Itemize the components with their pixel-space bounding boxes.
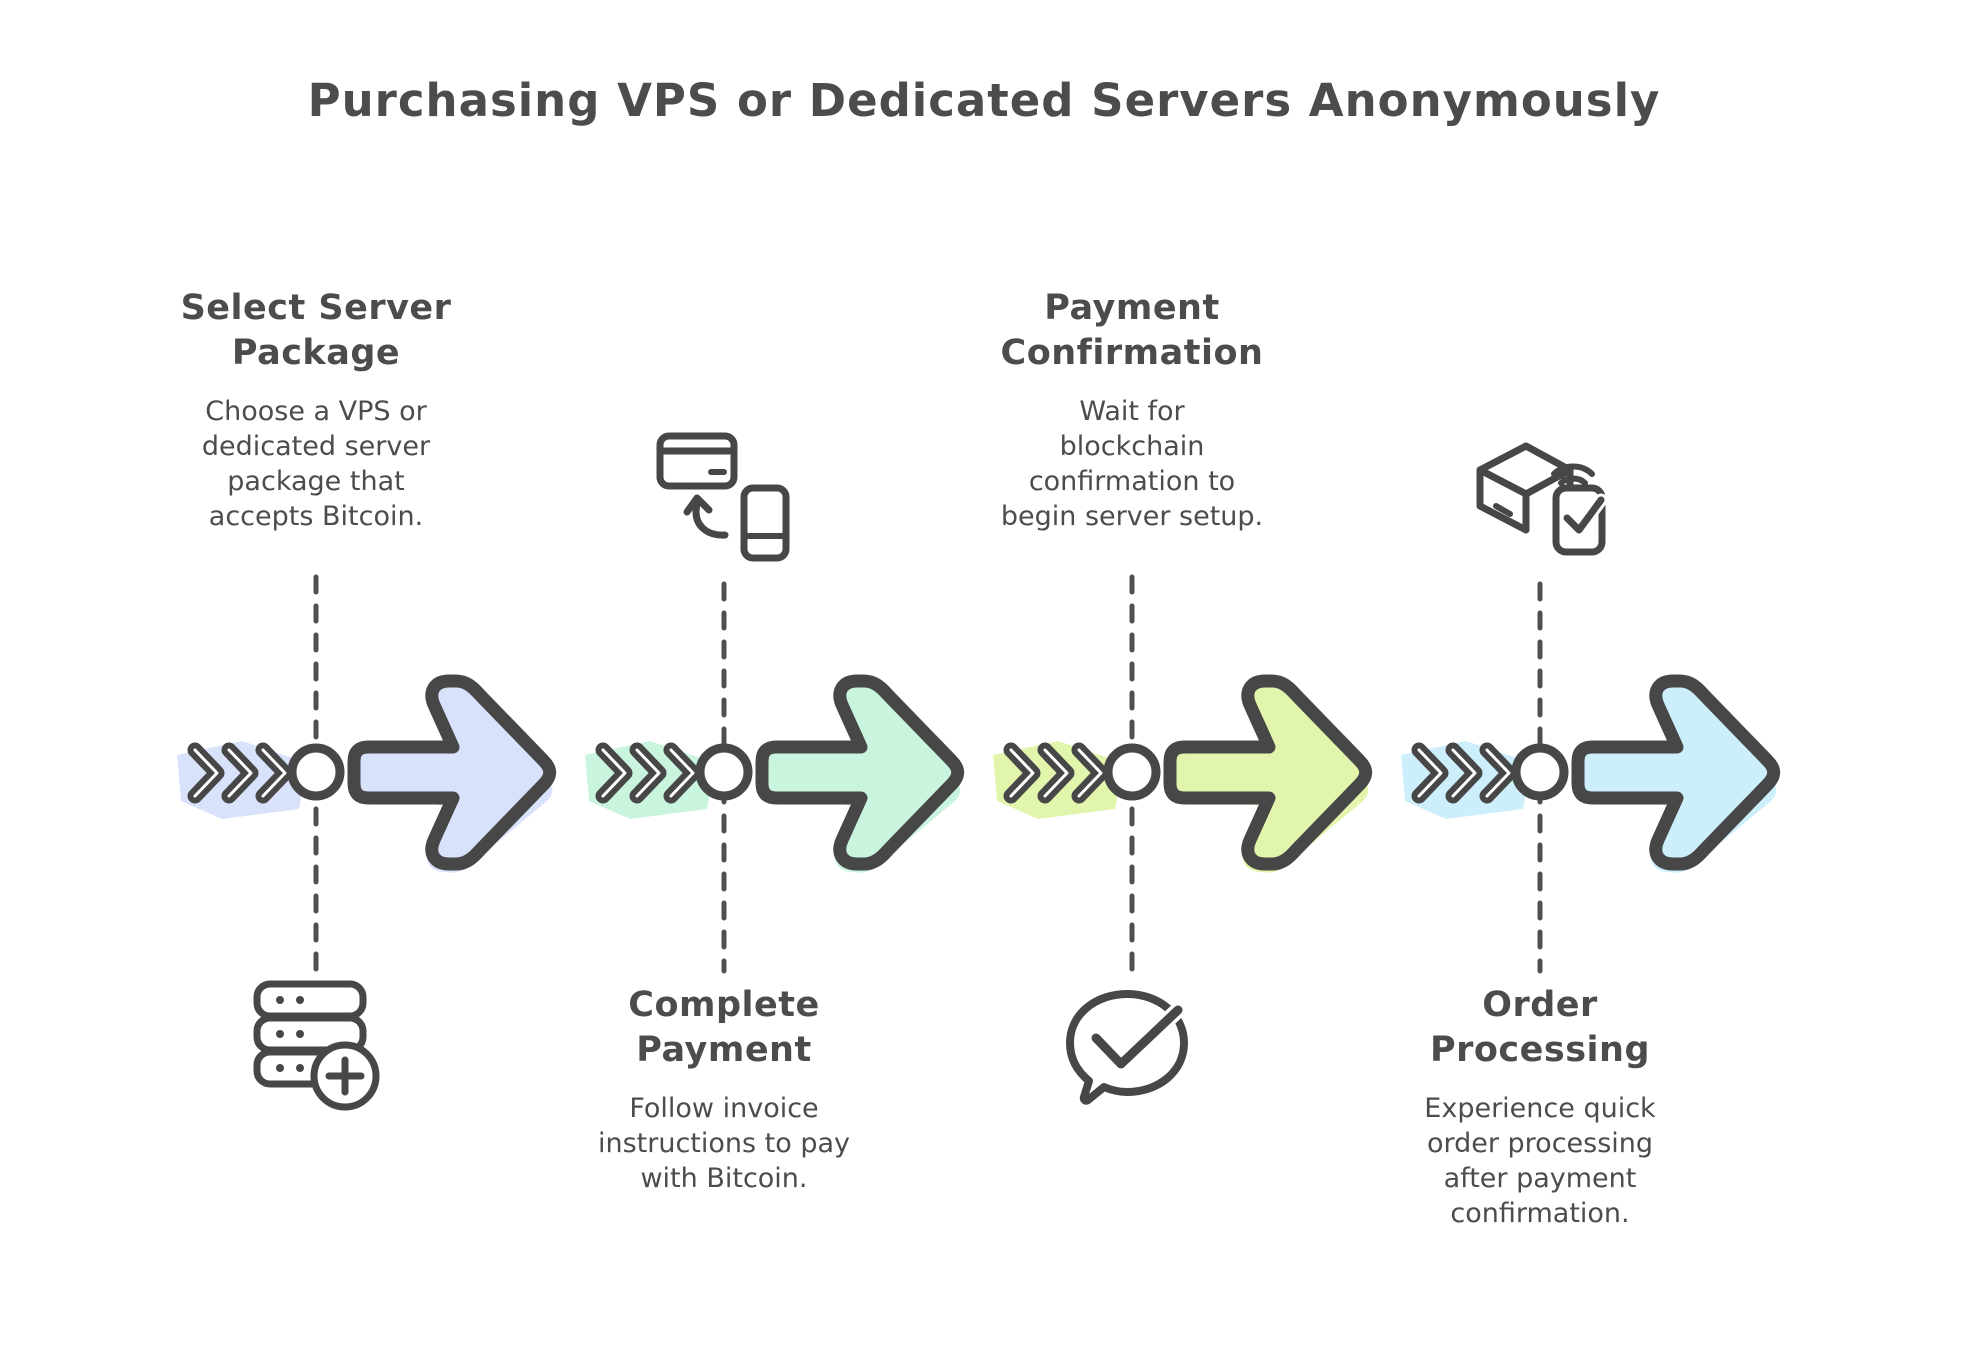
timeline-node-4 bbox=[1511, 743, 1569, 801]
step-2-title: Complete Payment bbox=[628, 985, 820, 1070]
timeline-node-3 bbox=[1103, 743, 1161, 801]
chevron-group-1 bbox=[177, 741, 307, 819]
flow-arrow-1 bbox=[347, 674, 557, 873]
flow-arrow-4 bbox=[1571, 674, 1781, 873]
timeline-node-1 bbox=[287, 743, 345, 801]
step-1-title: Select Server Package bbox=[180, 288, 452, 373]
timeline-nodes bbox=[287, 743, 1569, 801]
step-4-description: Experience quick order processing after … bbox=[1424, 1093, 1656, 1229]
chat-check-icon bbox=[1066, 990, 1188, 1105]
chevron-group-2 bbox=[585, 741, 715, 819]
page-title: Purchasing VPS or Dedicated Servers Anon… bbox=[307, 74, 1661, 127]
timeline-node-2 bbox=[695, 743, 753, 801]
step-2-text: Complete Payment Follow invoice instruct… bbox=[554, 983, 894, 1196]
step-4-title: Order Processing bbox=[1429, 985, 1651, 1070]
step-3-description: Wait for blockchain confirmation to begi… bbox=[1000, 396, 1264, 532]
flow-arrow-3 bbox=[1163, 674, 1373, 873]
server-add-icon bbox=[253, 980, 380, 1111]
step-3-title: Payment Confirmation bbox=[1000, 288, 1264, 373]
step-1-text: Select Server Package Choose a VPS or de… bbox=[146, 286, 486, 534]
dashed-connectors bbox=[313, 574, 1543, 974]
step-1-description: Choose a VPS or dedicated server package… bbox=[201, 396, 431, 532]
card-phone-icon bbox=[656, 432, 790, 562]
chevron-group-4 bbox=[1401, 741, 1531, 819]
chevron-group-3 bbox=[993, 741, 1123, 819]
step-4-text: Order Processing Experience quick order … bbox=[1370, 983, 1710, 1231]
package-check-icon bbox=[1476, 442, 1608, 556]
step-2-description: Follow invoice instructions to pay with … bbox=[597, 1093, 851, 1194]
step-3-text: Payment Confirmation Wait for blockchain… bbox=[962, 286, 1302, 534]
flow-arrow-2 bbox=[755, 674, 965, 873]
